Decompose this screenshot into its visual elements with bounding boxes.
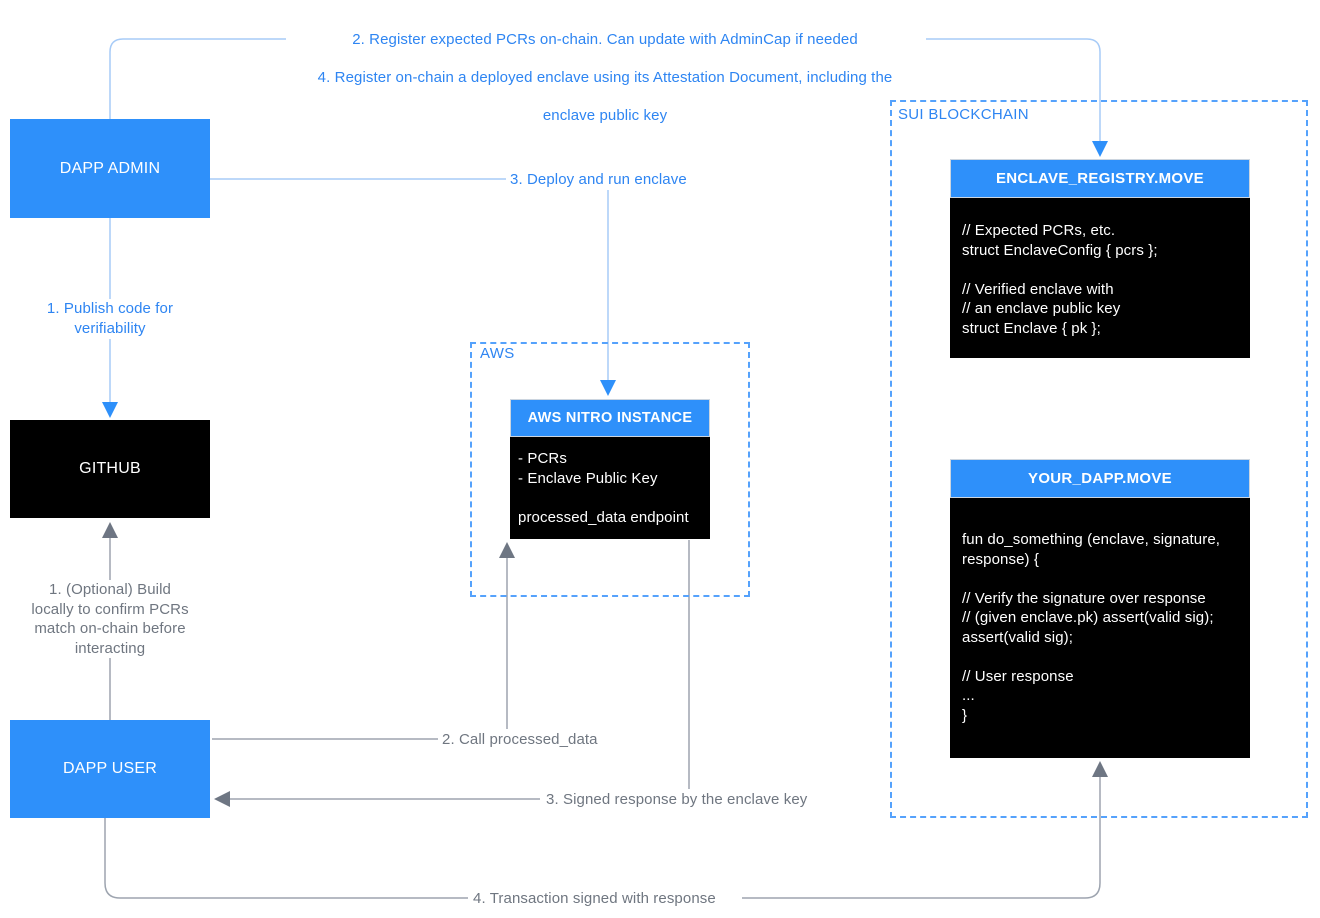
- aws-nitro-instance-title: AWS NITRO INSTANCE: [510, 399, 710, 437]
- deploy-enclave-label: 3. Deploy and run enclave: [510, 171, 687, 188]
- dapp-user-node: DAPP USER: [10, 720, 210, 818]
- edge-transaction-left-line: [104, 818, 468, 899]
- aws-nitro-instance-box: AWS NITRO INSTANCE - PCRs - Enclave Publ…: [510, 399, 710, 539]
- register-pcrs-label-line1: 2. Register expected PCRs on-chain. Can …: [352, 31, 858, 48]
- aws-nitro-instance-body: - PCRs - Enclave Public Key processed_da…: [510, 437, 710, 539]
- edge-register-left-line: [109, 38, 286, 119]
- call-processed-data-label: 2. Call processed_data: [442, 731, 598, 748]
- register-enclave-label-line1: 4. Register on-chain a deployed enclave …: [317, 69, 893, 86]
- edge-register-arrowhead: [1092, 141, 1108, 157]
- register-pcrs-label: 2. Register expected PCRs on-chain. Can …: [150, 11, 1060, 144]
- github-node: GITHUB: [10, 420, 210, 518]
- publish-code-label: 1. Publish code for verifiability: [25, 299, 195, 339]
- edge-deploy-arrowhead: [600, 380, 616, 396]
- enclave-registry-title: ENCLAVE_REGISTRY.MOVE: [950, 159, 1250, 198]
- your-dapp-body: fun do_something (enclave, signature, re…: [950, 498, 1250, 758]
- your-dapp-box: YOUR_DAPP.MOVE fun do_something (enclave…: [950, 459, 1250, 758]
- enclave-registry-body: // Expected PCRs, etc. struct EnclaveCon…: [950, 198, 1250, 358]
- edge-signed-arrowhead: [214, 791, 230, 807]
- optional-build-label: 1. (Optional) Build locally to confirm P…: [8, 580, 212, 658]
- signed-response-label: 3. Signed response by the enclave key: [546, 791, 808, 808]
- sui-blockchain-label: SUI BLOCKCHAIN: [898, 106, 1029, 123]
- dapp-admin-node: DAPP ADMIN: [10, 119, 210, 218]
- aws-region-label: AWS: [480, 345, 515, 362]
- aws-region: [470, 342, 750, 597]
- edge-transaction-arrowhead: [1092, 761, 1108, 777]
- sui-blockchain-region: [890, 100, 1308, 818]
- transaction-signed-label: 4. Transaction signed with response: [473, 890, 716, 907]
- edge-register-right-line: [926, 38, 1101, 143]
- edge-transaction-right-line: [742, 776, 1101, 899]
- edge-build-arrowhead: [102, 522, 118, 538]
- enclave-registry-box: ENCLAVE_REGISTRY.MOVE // Expected PCRs, …: [950, 159, 1250, 358]
- edge-publish-arrowhead: [102, 402, 118, 418]
- your-dapp-title: YOUR_DAPP.MOVE: [950, 459, 1250, 498]
- register-enclave-label-line2: enclave public key: [542, 107, 668, 124]
- edge-call-arrowhead: [499, 542, 515, 558]
